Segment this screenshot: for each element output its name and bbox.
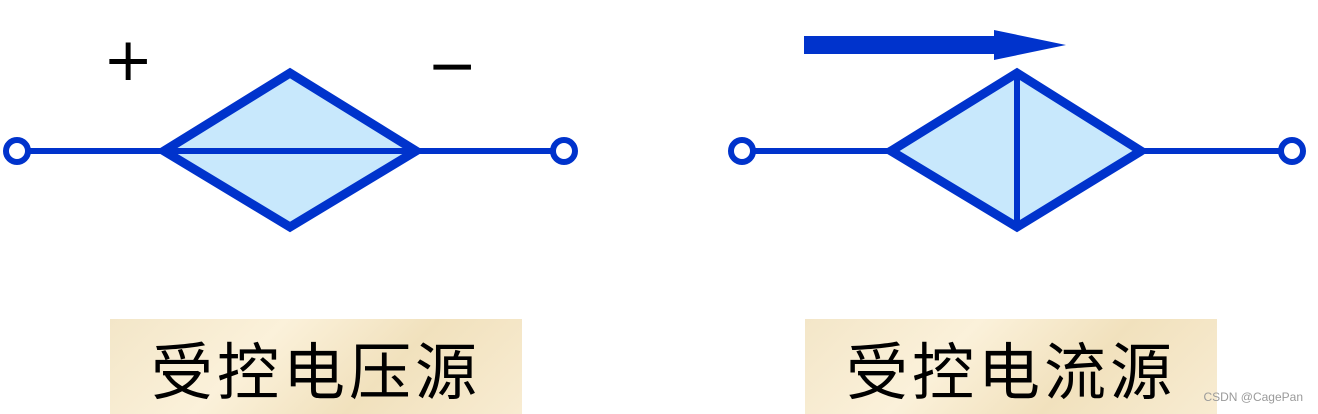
voltage-source-right-terminal	[550, 137, 578, 165]
controlled-voltage-source-label: 受控电压源	[110, 319, 522, 414]
plus-sign: +	[103, 25, 154, 95]
watermark: CSDN @CagePan	[1203, 390, 1303, 404]
voltage-source-left-terminal	[3, 137, 31, 165]
current-arrow-head	[994, 30, 1066, 60]
current-source-right-terminal	[1278, 137, 1306, 165]
controlled-current-source-label: 受控电流源	[805, 319, 1217, 414]
current-arrow-shaft	[804, 36, 996, 54]
minus-sign: −	[427, 31, 478, 101]
controlled-current-source-symbol	[728, 30, 1306, 233]
current-direction-arrow	[804, 30, 1066, 60]
controlled-voltage-source-symbol	[3, 67, 578, 233]
current-source-left-terminal	[728, 137, 756, 165]
